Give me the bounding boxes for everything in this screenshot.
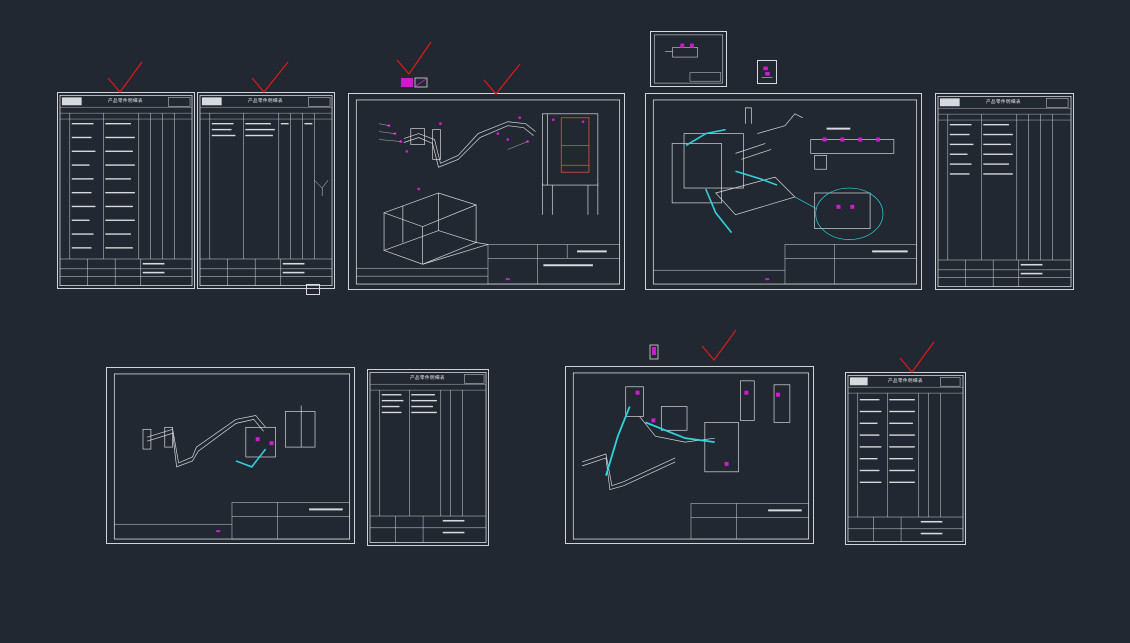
sheet-title: 产品零件明细表 (888, 379, 923, 384)
check-mark-icon (482, 62, 522, 96)
drawing-thumbnail-icon[interactable] (650, 31, 727, 87)
assembly-drawing (355, 99, 621, 285)
check-mark-icon (106, 60, 144, 94)
check-mark-icon (395, 40, 433, 76)
drawing-sheet-assembly-frame[interactable] (348, 93, 625, 290)
drawing-sheet-parts-list-5[interactable]: 产品零件明细表 (845, 372, 966, 545)
block-icon[interactable] (306, 284, 320, 295)
drawing-sheet-assembly-pipe-1[interactable] (106, 367, 355, 544)
block-icon[interactable] (649, 344, 659, 360)
table-grid (847, 375, 964, 542)
drawing-sheet-assembly-clamp[interactable] (645, 93, 922, 290)
table-grid (369, 372, 487, 543)
check-mark-icon (898, 340, 936, 374)
table-grid (59, 95, 193, 286)
table-grid (199, 95, 333, 286)
sheet-title: 产品零件明细表 (248, 99, 283, 104)
drawing-sheet-parts-list-2[interactable]: 产品零件明细表 (197, 92, 335, 289)
drawing-sheet-parts-list-4[interactable]: 产品零件明细表 (367, 369, 489, 546)
drawing-sheet-parts-list-1[interactable]: 产品零件明细表 (57, 92, 195, 289)
check-mark-icon (250, 60, 290, 94)
table-grid (937, 95, 1072, 288)
sheet-title: 产品零件明细表 (410, 376, 445, 381)
sheet-title: 产品零件明细表 (108, 99, 143, 104)
assembly-drawing (572, 372, 810, 540)
sheet-title: 产品零件明细表 (986, 100, 1021, 105)
check-mark-icon (700, 328, 738, 362)
assembly-drawing (113, 373, 351, 540)
block-icon[interactable] (400, 73, 428, 88)
drawing-thumbnail-icon[interactable] (757, 60, 777, 84)
drawing-sheet-parts-list-3[interactable]: 产品零件明细表 (935, 93, 1074, 290)
drawing-sheet-assembly-pipe-2[interactable] (565, 366, 814, 544)
assembly-drawing (652, 99, 918, 285)
